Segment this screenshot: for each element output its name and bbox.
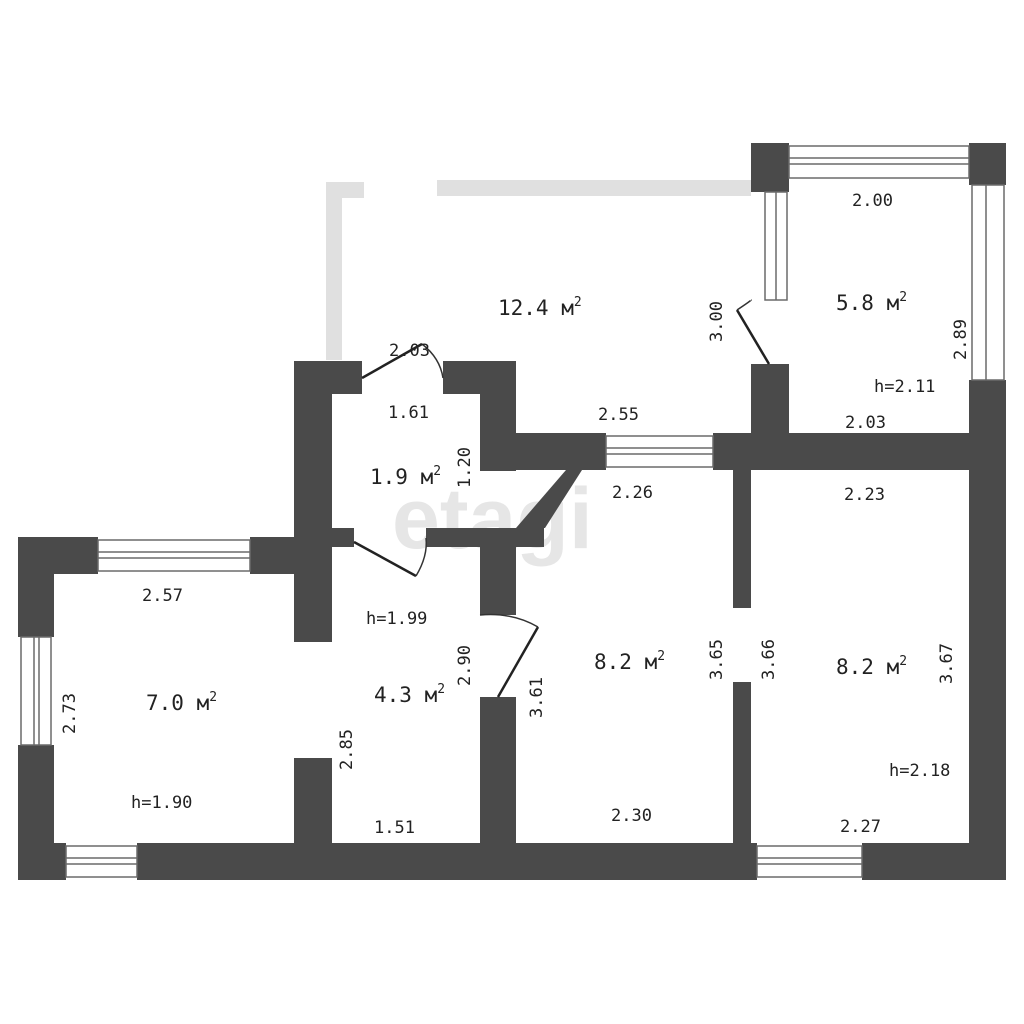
height-balcony: h=2.11 bbox=[874, 377, 935, 397]
window-left-room-left bbox=[20, 636, 52, 746]
window-balcony-left bbox=[764, 191, 788, 301]
hall-open-walls bbox=[326, 180, 751, 360]
window-right-room-bottom bbox=[756, 845, 863, 878]
dimension-labels: 2.00 3.00 2.89 2.03 2.03 2.55 1.61 1.20 … bbox=[60, 191, 971, 838]
dim-label: 2.89 bbox=[951, 319, 971, 360]
window-balcony-top bbox=[788, 145, 970, 179]
dim-label: 2.90 bbox=[455, 645, 475, 686]
area-right-room: 8.2 м2 bbox=[836, 654, 907, 679]
window-hall-bottom bbox=[605, 435, 714, 468]
area-wc: 1.9 м2 bbox=[370, 464, 441, 489]
walls bbox=[18, 143, 1006, 880]
window-balcony-right bbox=[971, 184, 1005, 381]
door-wc-bottom bbox=[353, 537, 428, 578]
dim-label: 2.57 bbox=[142, 586, 183, 606]
area-middle-room: 8.2 м2 bbox=[594, 649, 665, 674]
dim-label: 2.55 bbox=[598, 405, 639, 425]
dim-label: 2.03 bbox=[389, 341, 430, 361]
area-hall: 12.4 м2 bbox=[498, 295, 582, 320]
dim-label: 2.85 bbox=[337, 729, 357, 770]
dim-label: 1.61 bbox=[388, 403, 429, 423]
height-corridor: h=1.99 bbox=[366, 609, 427, 629]
height-right-room: h=2.18 bbox=[889, 761, 950, 781]
door-balcony bbox=[735, 299, 771, 365]
doors bbox=[353, 299, 771, 698]
dim-label: 2.03 bbox=[845, 413, 886, 433]
dim-label: 2.23 bbox=[844, 485, 885, 505]
window-left-room-bottom bbox=[65, 845, 138, 878]
door-wc-top bbox=[361, 342, 444, 380]
dim-label: 2.26 bbox=[612, 483, 653, 503]
dim-label: 3.61 bbox=[527, 677, 547, 718]
area-balcony: 5.8 м2 bbox=[836, 290, 907, 315]
dim-label: 3.65 bbox=[707, 639, 727, 680]
dim-label: 2.00 bbox=[852, 191, 893, 211]
dim-label: 3.00 bbox=[707, 301, 727, 342]
dim-label: 2.30 bbox=[611, 806, 652, 826]
dim-label: 3.67 bbox=[937, 643, 957, 684]
window-left-room-top bbox=[97, 539, 251, 572]
dim-label: 3.66 bbox=[759, 639, 779, 680]
dim-label: 1.20 bbox=[455, 447, 475, 488]
height-left-room: h=1.90 bbox=[131, 793, 192, 813]
area-corridor: 4.3 м2 bbox=[374, 682, 445, 707]
dim-label: 2.27 bbox=[840, 817, 881, 837]
windows bbox=[20, 145, 1005, 878]
dim-label: 1.51 bbox=[374, 818, 415, 838]
area-left-room: 7.0 м2 bbox=[146, 690, 217, 715]
door-middle-room bbox=[479, 613, 540, 698]
dim-label: 2.73 bbox=[60, 693, 80, 734]
